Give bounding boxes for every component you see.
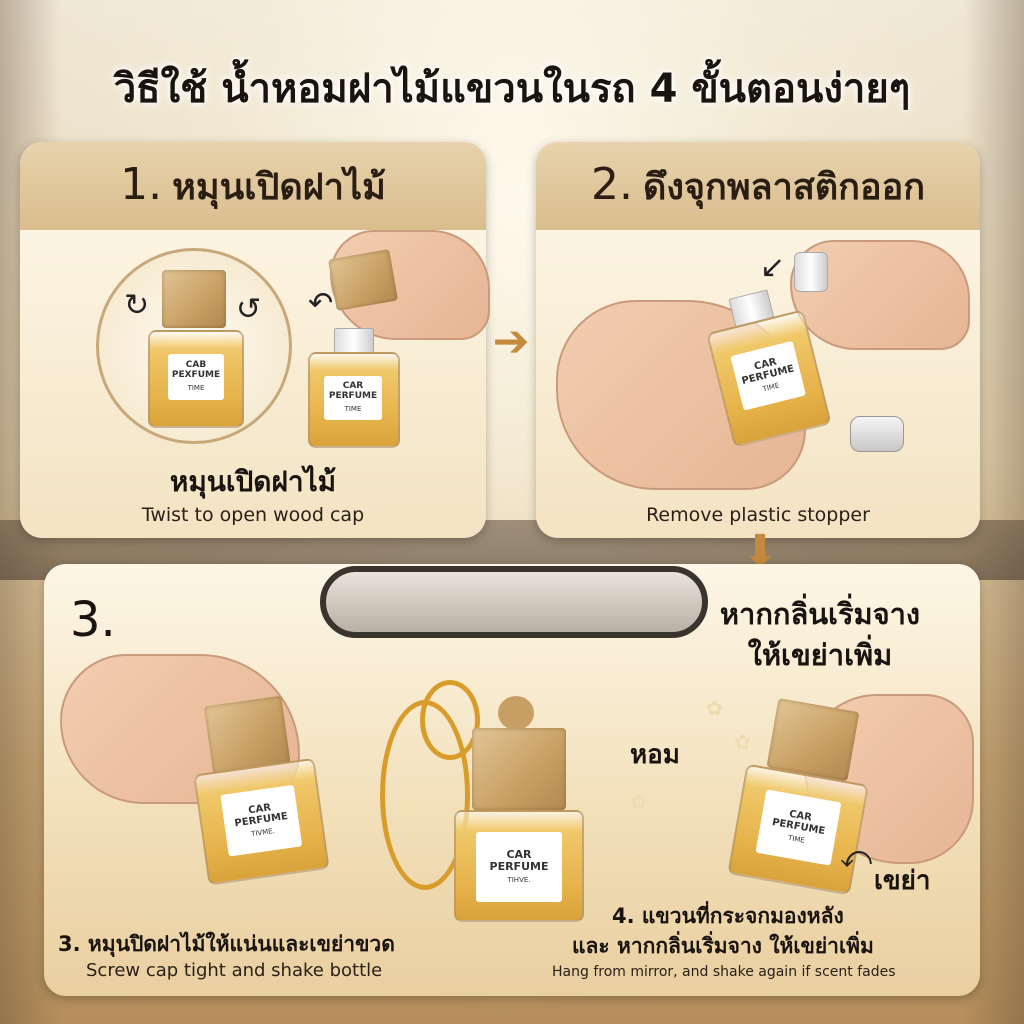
bottle-brand: TIVME. [250, 827, 276, 839]
bottle-label-text: CAR PERFUME [489, 848, 549, 874]
bottle-hanging: CAR PERFUME TIHVE. [454, 728, 584, 924]
arrow-right-icon: ➔ [492, 316, 530, 367]
cord-knot [420, 680, 480, 760]
wood-bead [498, 696, 534, 730]
bottle-step-1-open: CAR PERFUME TIME [308, 328, 400, 448]
bottle-label: CAR PERFUME TIME [324, 376, 382, 420]
step-2-caption-en: Remove plastic stopper [646, 504, 870, 526]
curved-arrow-icon: ↶ [308, 286, 334, 321]
bottle-label: CAR PERFUME TIVME. [220, 784, 303, 857]
fade-note-line-1: หากกลิ่นเริ่มจาง [719, 597, 921, 631]
bottle-brand: TIHVE. [507, 876, 531, 885]
step-1-header: 1.หมุนเปิดฝาไม้ [20, 142, 486, 230]
bottle-brand: TIME [187, 384, 205, 393]
bottle-label-text: CAR PERFUME [328, 381, 378, 402]
step-1-title-text: หมุนเปิดฝาไม้ [172, 166, 386, 208]
step-2-header: 2.ดึงจุกพลาสติกออก [536, 142, 980, 230]
shake-label: เขย่า [874, 866, 931, 896]
step-1-caption-th: หมุนเปิดฝาไม้ [169, 465, 337, 498]
step-1-caption-en: Twist to open wood cap [141, 504, 365, 526]
step-2-number: 2. [590, 158, 633, 210]
flower-icon: ✿ [734, 730, 751, 754]
rearview-mirror [320, 566, 708, 638]
bottle-label: CAB PEXFUME TIME [168, 354, 224, 400]
wood-cap [162, 270, 226, 328]
page-title: วิธีใช้ น้ำหอมฝาไม้แขวนในรถ 4 ขั้นตอนง่า… [113, 66, 911, 112]
fade-note: หากกลิ่นเริ่มจาง ให้เขย่าเพิ่ม [690, 594, 950, 675]
step-1-title: 1.หมุนเปิดฝาไม้ [120, 158, 386, 215]
bottle-label-text: CAR PERFUME [771, 808, 826, 838]
step-1-number: 1. [120, 158, 163, 210]
wood-cap [472, 728, 566, 810]
step-3-number: 3. [70, 592, 116, 648]
bottle-label: CAR PERFUME TIHVE. [476, 832, 562, 902]
bottle-brand: TIME [787, 834, 806, 845]
flower-icon: ✿ [630, 790, 647, 814]
step-3-caption-en: Screw cap tight and shake bottle [86, 960, 383, 981]
step-2-title: 2.ดึงจุกพลาสติกออก [591, 158, 925, 215]
plastic-stopper-in-hand [794, 252, 828, 292]
shake-arrow-icon: ⤺ [840, 840, 873, 875]
bottle-label: CAR PERFUME TIME [755, 789, 842, 866]
step-2-title-text: ดึงจุกพลาสติกออก [642, 166, 926, 208]
scent-label: หอม [630, 740, 680, 770]
bottle-label-text: CAR PERFUME [740, 356, 796, 388]
step-4-caption-th-2: และ หากกลิ่นเริ่มจาง ให้เขย่าเพิ่ม [572, 934, 874, 958]
bottle-label-text: CAR PERFUME [233, 802, 289, 830]
step-4-caption-en: Hang from mirror, and shake again if sce… [552, 964, 896, 980]
bottle-brand: TIME [344, 405, 362, 414]
bottle-brand: TIME [761, 381, 781, 394]
step-4-caption-th-1: 4. แขวนที่กระจกมองหลัง [612, 904, 844, 928]
bottle-step-1-zoom: CAB PEXFUME TIME [148, 270, 244, 430]
bottle-step-3: CAR PERFUME TIVME. [184, 692, 330, 887]
wood-cap-removed [327, 249, 399, 311]
fade-note-line-2: ให้เขย่าเพิ่ม [747, 637, 893, 672]
rotate-left-icon: ↻ [124, 288, 150, 323]
step-3-caption-th: 3. หมุนปิดฝาไม้ให้แน่นและเขย่าขวด [58, 932, 395, 956]
flower-icon: ✿ [706, 696, 723, 720]
bottle-neck [334, 328, 374, 354]
arrow-down-left-icon: ↙ [760, 250, 786, 285]
bottle-label-text: CAB PEXFUME [171, 360, 221, 381]
rotate-right-icon: ↺ [236, 292, 262, 327]
plastic-stopper [850, 416, 904, 452]
